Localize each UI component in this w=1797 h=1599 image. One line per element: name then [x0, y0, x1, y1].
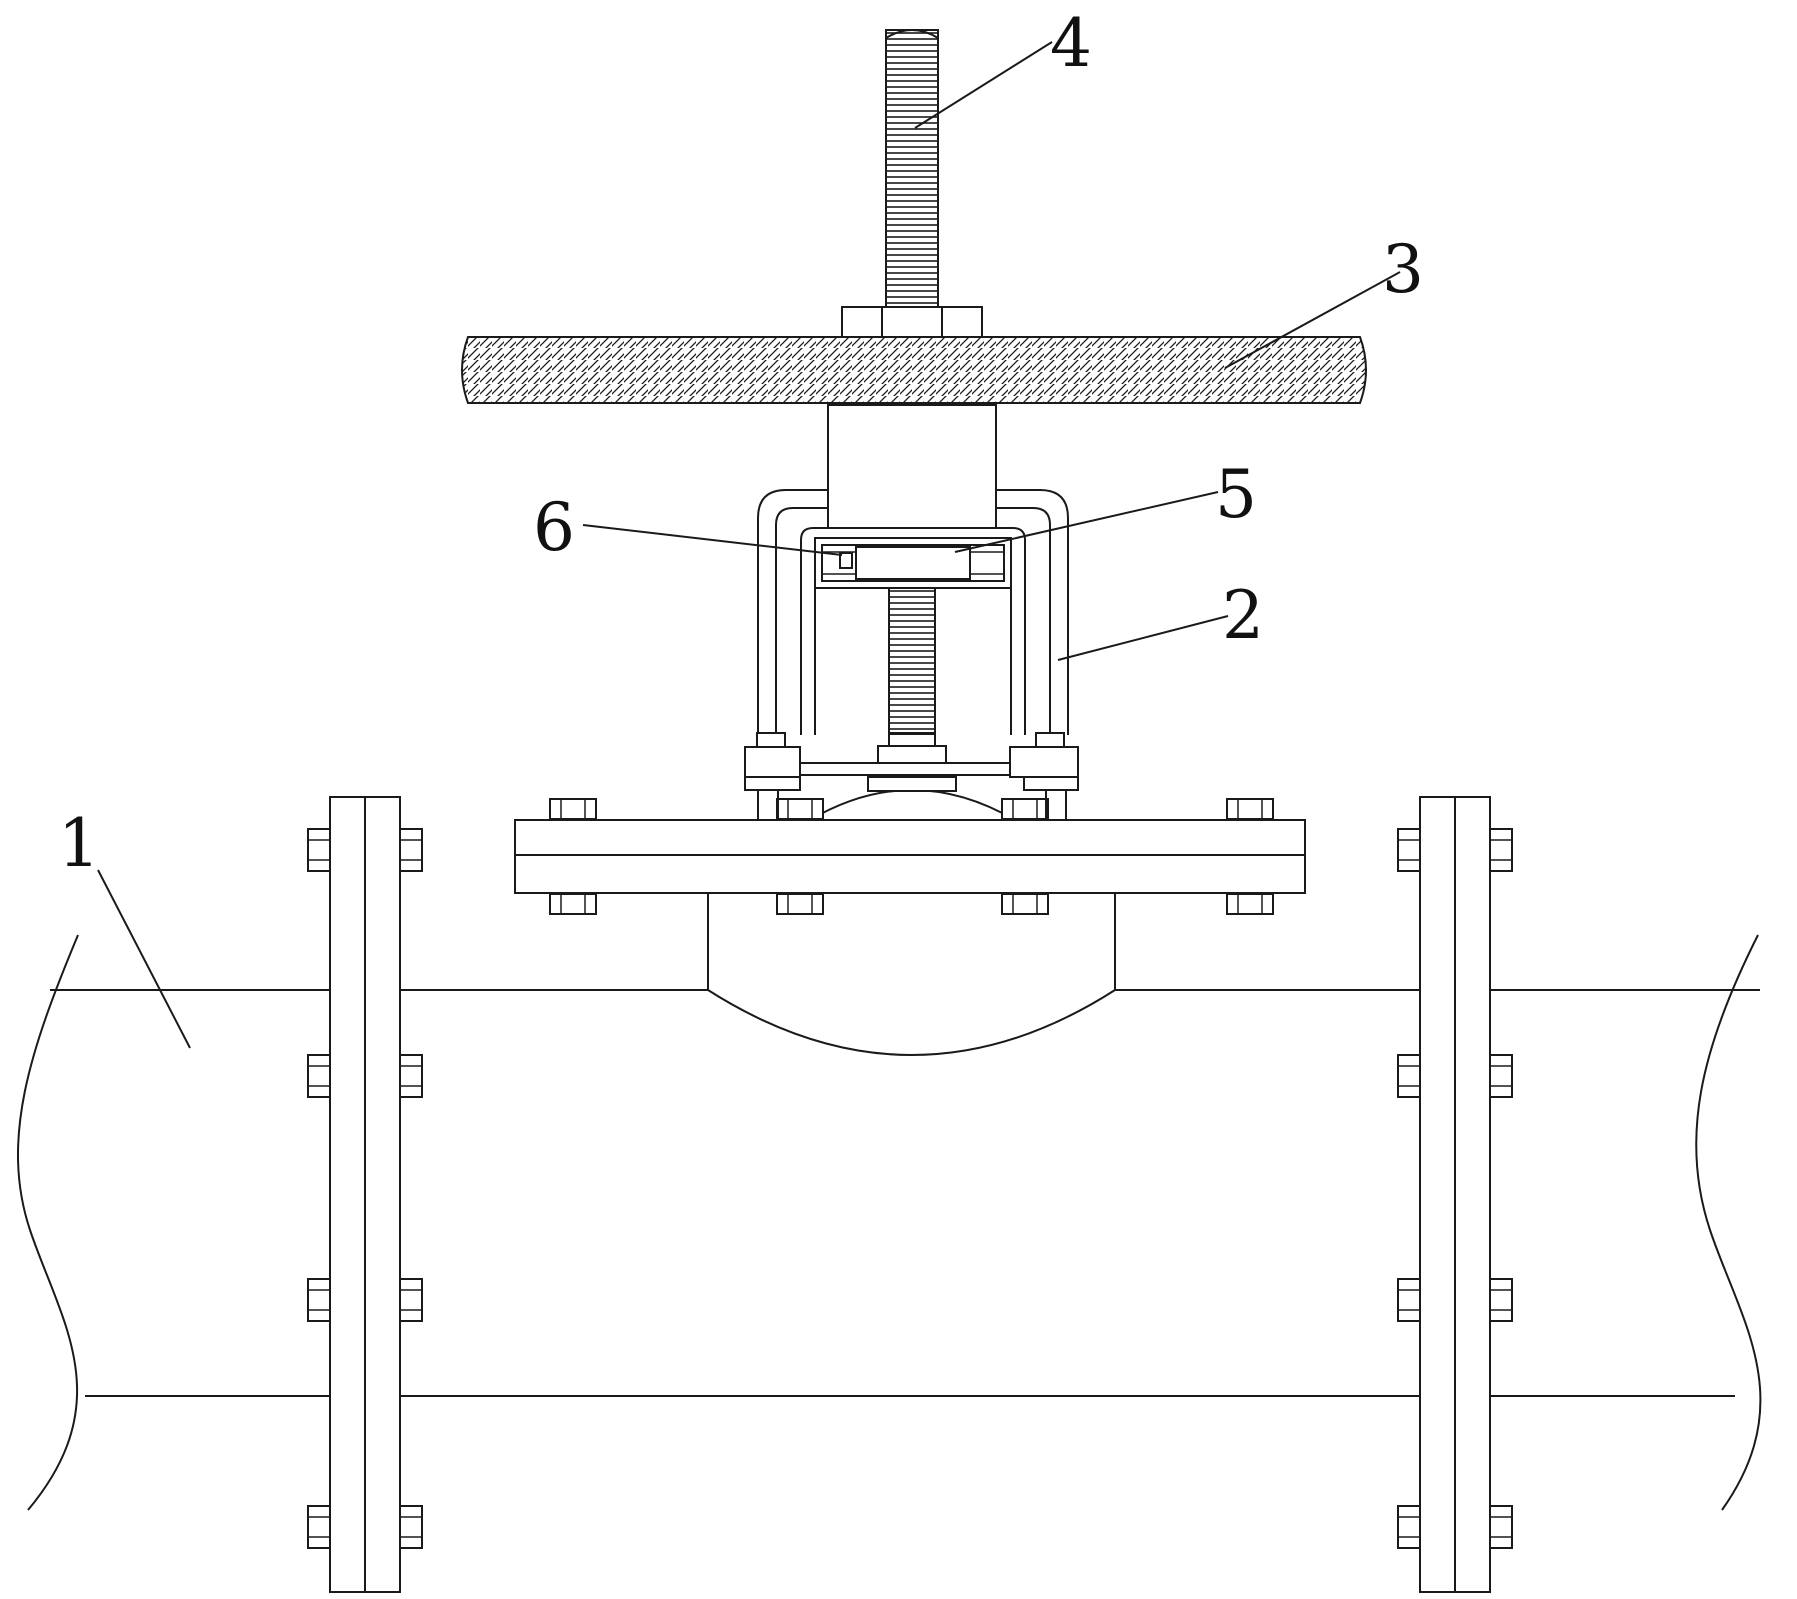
screw-stem: [886, 30, 938, 307]
pipe-break-right: [1696, 935, 1760, 1510]
stem-nut: [842, 307, 982, 337]
callout-6: 6: [533, 489, 575, 566]
flange-left: [308, 797, 422, 1592]
stem-housing: [828, 405, 996, 528]
callout-3: 3: [1382, 231, 1424, 308]
callout-5: 5: [1215, 456, 1257, 533]
valve-body: [708, 777, 1115, 1055]
callout-2: 2: [1222, 577, 1264, 654]
lower-screw: [889, 588, 935, 734]
flange-right: [1398, 797, 1512, 1592]
callout-1: 1: [58, 805, 100, 882]
handwheel: [462, 337, 1366, 403]
callout-4: 4: [1050, 5, 1092, 82]
pipe-break-left: [18, 935, 78, 1510]
